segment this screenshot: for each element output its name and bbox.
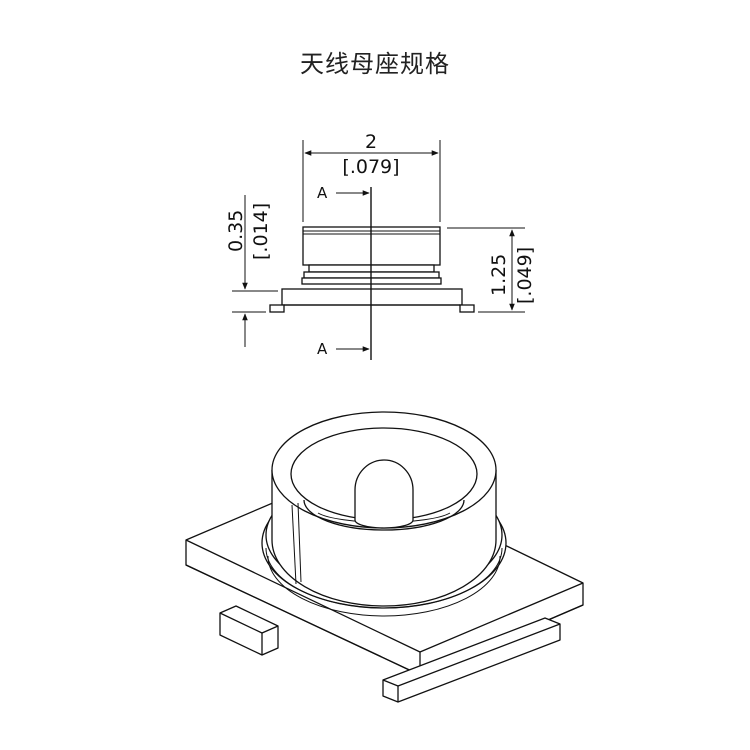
height-mm-label: 1.25 [488,254,510,296]
side-view [232,140,525,360]
base-mm-label: 0.35 [225,210,247,252]
base-in-label: [.014] [250,203,272,260]
page-title: 天线母座规格 [300,50,450,78]
section-label-bottom: A [317,340,328,358]
isometric-view [185,411,584,703]
height-in-label: [.049] [514,247,536,304]
section-label-top: A [317,184,328,202]
width-in-label: [.079] [342,156,399,178]
width-mm-label: 2 [365,131,377,153]
